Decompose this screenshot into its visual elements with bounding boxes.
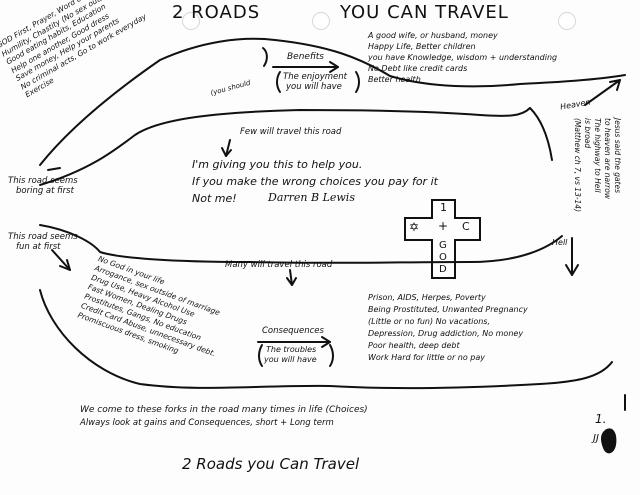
- cross-plus: +: [438, 219, 449, 233]
- message-line2: If you make the wrong choices you pay fo…: [192, 175, 438, 188]
- quote-line: The highway to Hell: [593, 118, 602, 193]
- benefits-list: A good wife, or husband, money Happy Lif…: [368, 30, 557, 85]
- boring-note-line1: This road seems: [8, 176, 78, 186]
- boring-note-line2: boring at first: [16, 186, 74, 196]
- heaven-arrow: [584, 79, 621, 106]
- cross-o: O: [439, 252, 447, 263]
- few-arrow: [225, 139, 231, 157]
- fork-middle-edge: [39, 224, 563, 264]
- hell-label: Hell: [552, 238, 568, 247]
- footer-title: 2 Roads you Can Travel: [182, 455, 360, 473]
- benefit: Happy Life, Better children: [368, 42, 476, 51]
- title-left: 2 ROADS: [172, 2, 261, 23]
- consequences-box-line2: you will have: [264, 355, 317, 364]
- upper-road-right-edge: [529, 107, 553, 161]
- page-mark-1: 1.: [595, 412, 607, 426]
- consequence: Work Hard for little or no pay: [368, 353, 485, 362]
- cross-g: G: [439, 240, 447, 251]
- upper-road-bottom-edge: [39, 107, 531, 186]
- star-of-david-icon: ✡: [409, 220, 420, 234]
- consequence: Being Prostituted, Unwanted Pregnancy: [368, 305, 528, 314]
- benefit: Better health: [368, 75, 421, 84]
- footer-line2: Always look at gains and Consequences, s…: [80, 418, 334, 428]
- consequence: Poor health, deep debt: [368, 341, 460, 350]
- fun-note-line1: This road seems: [8, 232, 78, 242]
- benefit: No Debt like credit cards: [368, 64, 468, 73]
- binder-hole: [558, 12, 576, 30]
- boring-arrow: [47, 167, 61, 171]
- page-mark-2: JJ: [593, 433, 599, 444]
- fun-note-line2: fun at first: [16, 242, 61, 252]
- consequences-list: Prison, AIDS, Herpes, Poverty Being Pros…: [368, 292, 528, 364]
- quote-line: to heaven are narrow: [603, 118, 612, 199]
- jesus-quote: Jesus said the gates to heaven are narro…: [572, 118, 622, 236]
- footer-line1: We come to these forks in the road many …: [80, 405, 368, 415]
- quote-line: Jesus said the gates: [613, 118, 622, 194]
- benefit: A good wife, or husband, money: [368, 31, 498, 40]
- ink-blot: [600, 428, 617, 454]
- consequence: (Little or no fun) No vacations,: [368, 317, 491, 326]
- consequences-label: Consequences: [262, 326, 324, 336]
- few-travel-label: Few will travel this road: [240, 127, 342, 137]
- upper-road-top-edge: [39, 37, 626, 166]
- many-arrow: [289, 269, 293, 286]
- lower-road-bottom-edge: [39, 289, 613, 390]
- benefits-box-line2: you will have: [286, 82, 342, 92]
- many-travel-label: Many will travel this road: [225, 260, 333, 270]
- cross-c: C: [462, 220, 470, 233]
- message-line1: I'm giving you this to help you.: [192, 158, 363, 171]
- binder-hole: [312, 12, 330, 30]
- consequence: Depression, Drug addiction, No money: [368, 329, 524, 338]
- benefits-box-line1: The enjoyment: [283, 72, 347, 82]
- consequences-box-line1: The troubles: [266, 345, 317, 354]
- cross-number: 1: [440, 201, 447, 214]
- fun-arrow: [51, 249, 71, 271]
- title-right: YOU CAN TRAVEL: [340, 2, 509, 23]
- signature: Darren B Lewis: [268, 191, 355, 204]
- message-line3: Not me!: [192, 192, 237, 205]
- benefits-label: Benefits: [287, 52, 324, 62]
- consequence: Prison, AIDS, Herpes, Poverty: [368, 293, 486, 302]
- cross-d: D: [439, 264, 447, 275]
- binder-hole: [182, 12, 200, 30]
- quote-line: (Matthew ch 7, vs 13-14): [573, 118, 582, 213]
- benefit: you have Knowledge, wisdom + understandi…: [368, 53, 558, 62]
- cross-outline: [404, 199, 481, 279]
- quote-line: is broad: [583, 118, 592, 149]
